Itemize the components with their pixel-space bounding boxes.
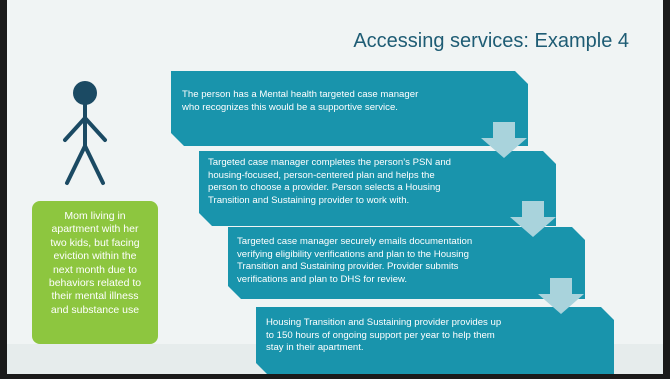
process-step-1: The person has a Mental health targeted … (171, 71, 528, 146)
step-text-line: Targeted case manager completes the pers… (208, 157, 452, 168)
callout-line: their mental illness (51, 290, 139, 303)
step-text-line: to 150 hours of ongoing support per year… (266, 329, 495, 341)
step-text-line: Transition and Sustaining provider. Prov… (237, 261, 459, 273)
callout-line: and substance use (50, 303, 140, 316)
step-text-line: housing-focused, person-centered plan an… (208, 169, 435, 181)
step-text-line: who recognizes this would be a supportiv… (182, 101, 398, 113)
down-arrow-icon (481, 122, 527, 158)
callout-line: eviction within the (53, 250, 137, 263)
step-text-line: The person has a Mental health targeted … (182, 89, 419, 100)
process-step-4: Housing Transition and Sustaining provid… (256, 307, 614, 374)
down-arrow-icon (538, 278, 584, 314)
callout-line: two kids, but facing (50, 236, 140, 249)
step-text-line: Transition and Sustaining provider to wo… (208, 194, 410, 206)
step-text-line: stay in their apartment. (266, 342, 364, 354)
slide: Accessing services: Example 4 Mom living… (7, 0, 663, 374)
slide-title: Accessing services: Example 4 (353, 30, 629, 52)
down-arrow-icon (510, 201, 556, 237)
callout-line: behaviors related to (48, 277, 142, 290)
step-text-line: Targeted case manager securely emails do… (237, 236, 473, 247)
scenario-callout: Mom living in apartment with her two kid… (32, 201, 158, 344)
step-text-line: person to choose a provider. Person sele… (208, 182, 441, 194)
callout-line: apartment with her (51, 223, 139, 236)
process-step-3: Targeted case manager securely emails do… (228, 227, 585, 299)
step-text-line: Housing Transition and Sustaining provid… (266, 317, 502, 328)
callout-line: next month due to (52, 263, 138, 276)
person-figure-icon (63, 81, 107, 185)
process-step-2: Targeted case manager completes the pers… (199, 151, 556, 226)
callout-line: Mom living in (64, 210, 126, 222)
step-text-line: verifying eligibility verifications and … (237, 248, 469, 260)
step-text-line: verifications and plan to DHS for review… (237, 273, 408, 285)
